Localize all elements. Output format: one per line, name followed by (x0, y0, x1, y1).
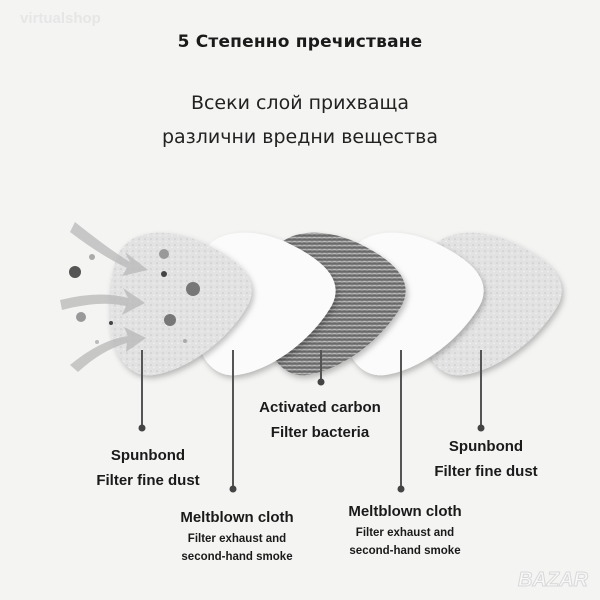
subtitle-line-2: различни вредни вещества (161, 126, 439, 148)
layer-name: Meltblown cloth (348, 503, 462, 520)
layer-name: Activated carbon (259, 399, 381, 416)
layer-name: Meltblown cloth (180, 509, 294, 526)
dust-particles-icon (69, 249, 200, 344)
layer-desc-1: Filter exhaust and (187, 533, 287, 545)
label-layer-1: Spunbond Filter fine dust (96, 443, 199, 493)
airflow-arrows-icon (60, 222, 148, 372)
layer-name: Spunbond (110, 447, 186, 464)
layer-desc: Filter fine dust (434, 463, 538, 480)
bazar-logo: BAZAR (518, 569, 589, 592)
layer-desc: Filter bacteria (270, 424, 370, 441)
subtitle-line-1: Всеки слой прихваща (190, 92, 410, 114)
layer-desc-1: Filter exhaust and (355, 527, 455, 539)
layer-desc-2: second-hand smoke (181, 551, 293, 563)
leader-lines (141, 350, 482, 489)
layer-desc: Filter fine dust (96, 472, 200, 489)
page-title: 5 Степенно пречистване (177, 32, 423, 52)
label-layer-2: Meltblown cloth Filter exhaust and secon… (180, 505, 293, 566)
leader-dots (138, 378, 485, 493)
layer-name: Spunbond (448, 438, 524, 455)
label-layer-3: Activated carbon Filter bacteria (259, 395, 381, 445)
label-layer-4: Meltblown cloth Filter exhaust and secon… (348, 499, 461, 560)
watermark-text: virtualshop (20, 10, 101, 27)
label-layer-5: Spunbond Filter fine dust (434, 434, 537, 484)
layer-desc-2: second-hand smoke (349, 545, 461, 557)
